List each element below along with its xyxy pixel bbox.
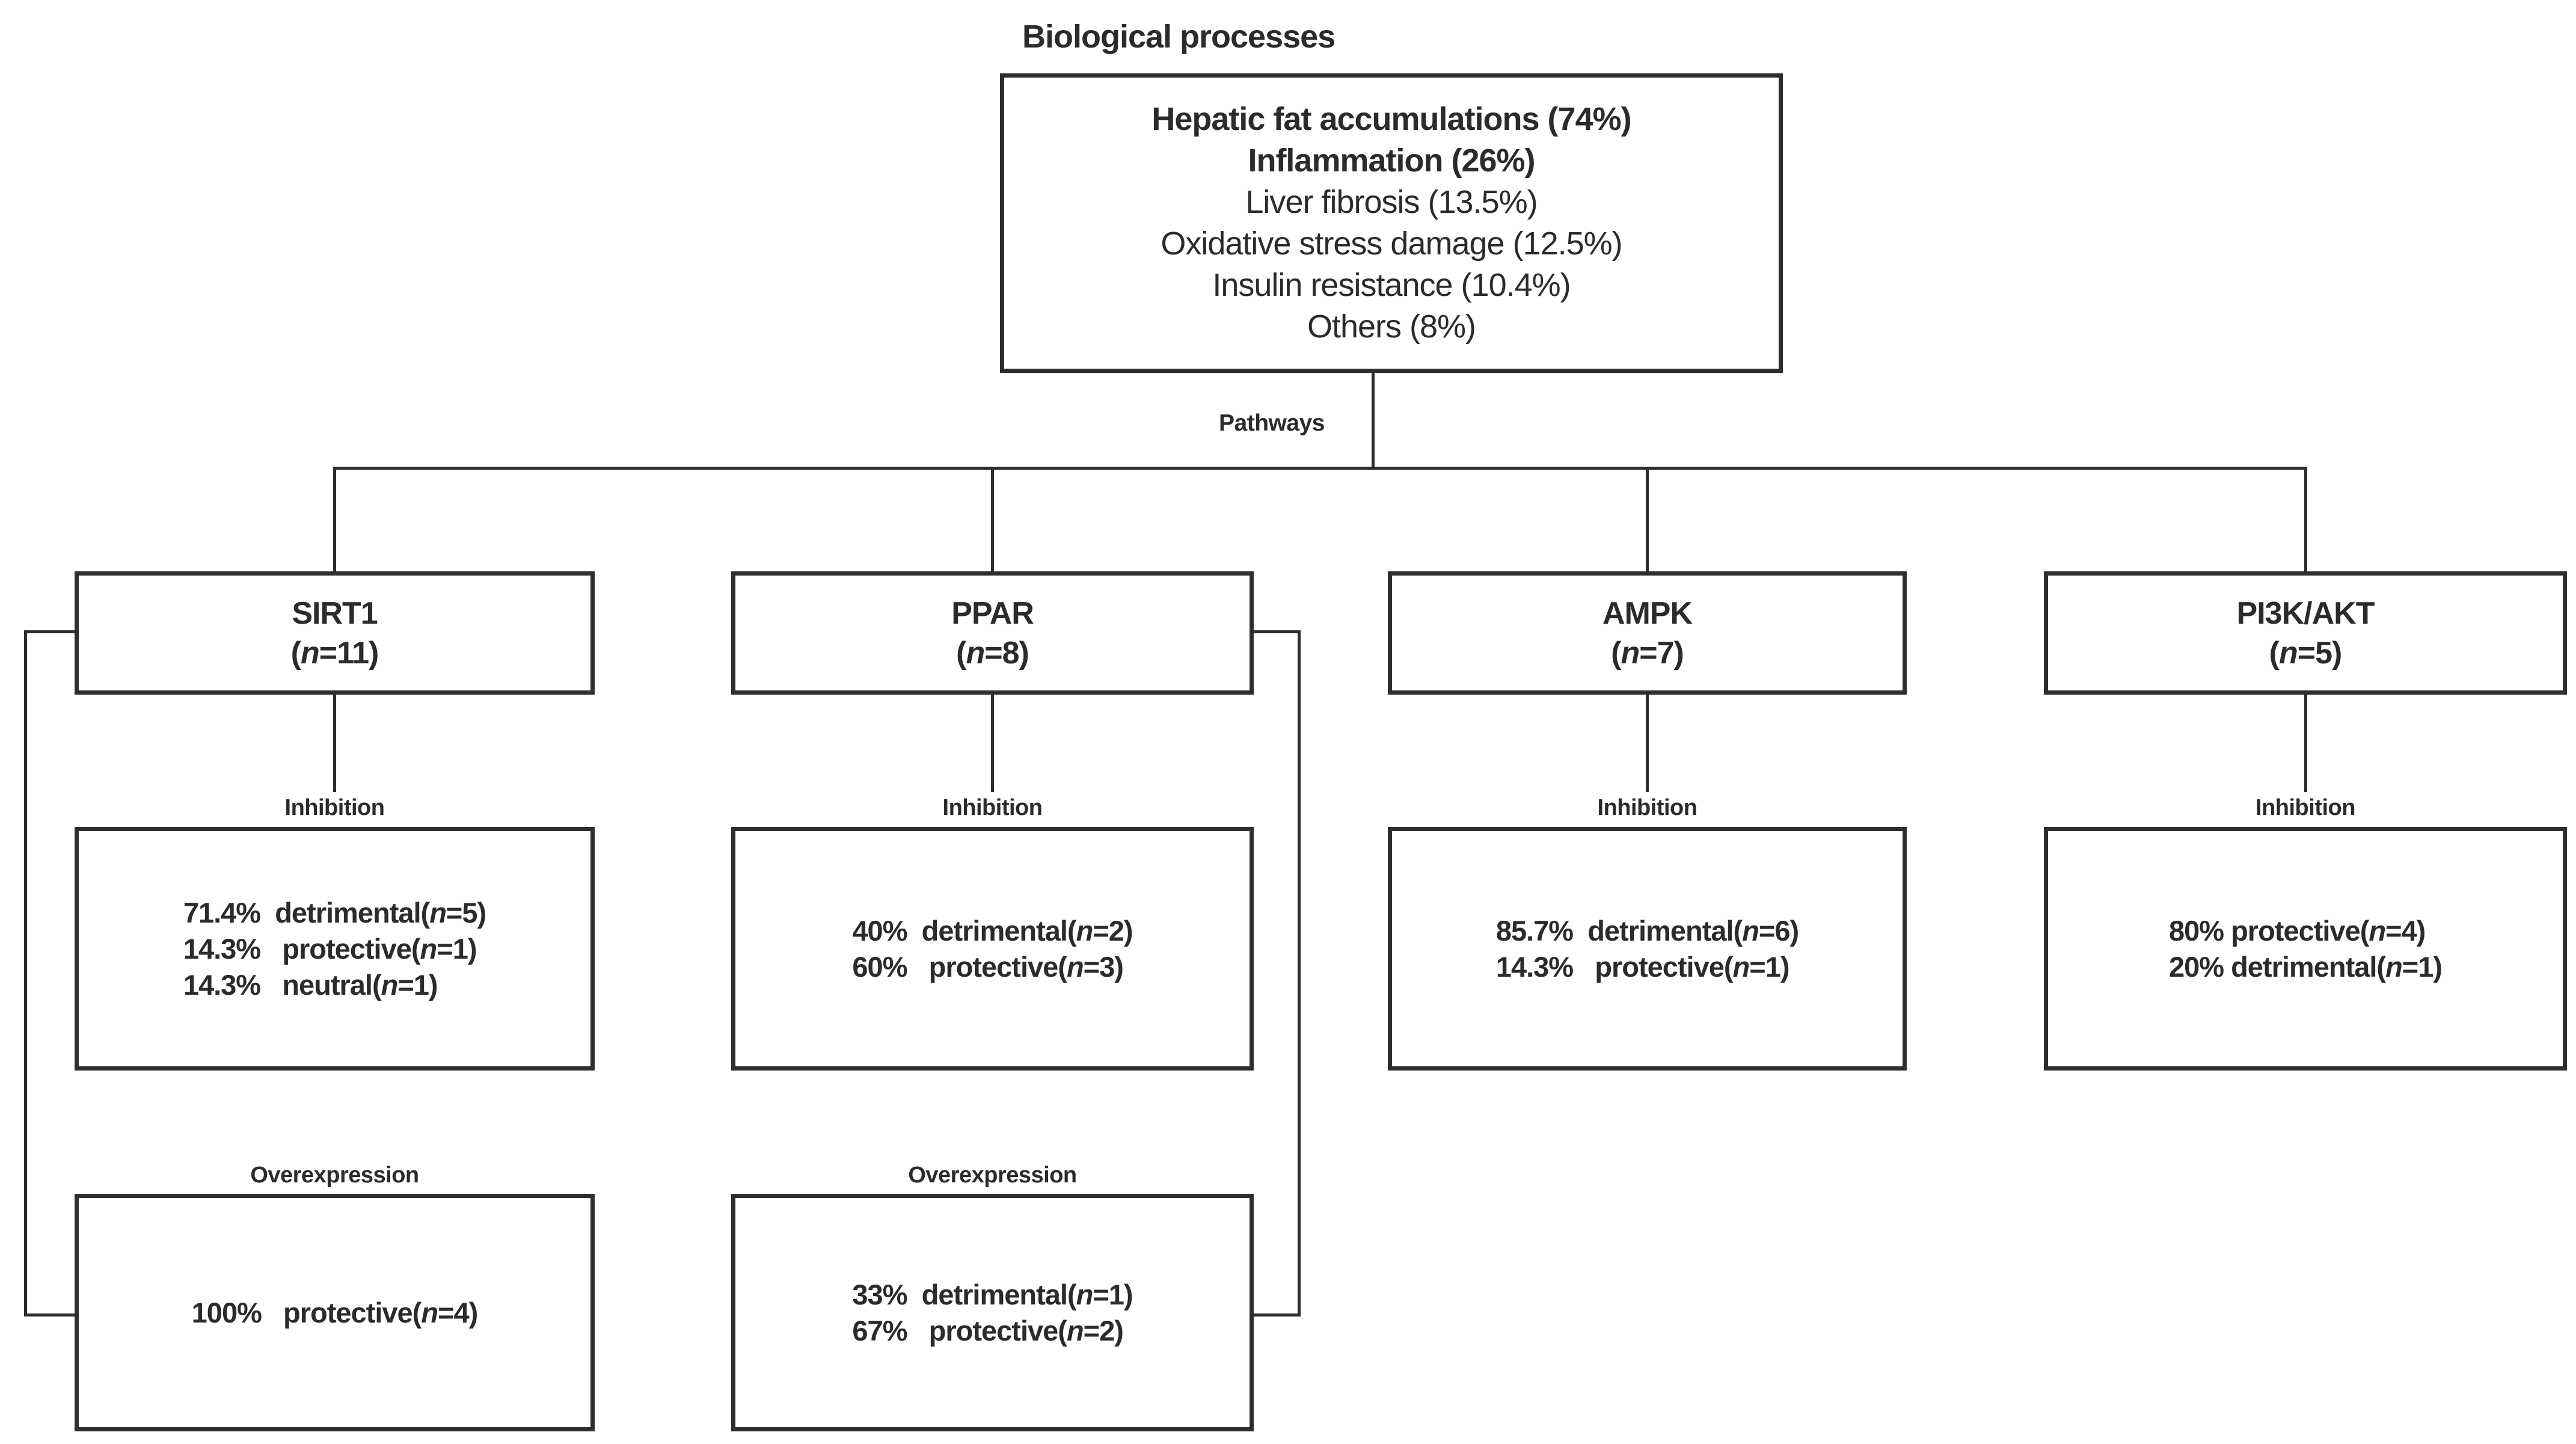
- connector-sirt1-bracket-bottom: [24, 1313, 75, 1316]
- inhibition-results: 40% detrimental(n=2) 60% protective(n=3): [852, 913, 1133, 985]
- overexpression-box-sirt1: 100% protective(n=4): [75, 1194, 595, 1431]
- result-line: 60% protective(n=3): [852, 950, 1124, 983]
- result-line: 100% protective(n=4): [191, 1296, 479, 1329]
- result-line: 71.4% detrimental(n=5): [183, 896, 486, 929]
- overexpression-box-ppar: 33% detrimental(n=1) 67% protective(n=2): [731, 1194, 1254, 1431]
- connector-sirt1-inhibition: [333, 695, 336, 792]
- result-line: 33% detrimental(n=1): [852, 1278, 1133, 1310]
- connector-drop-ampk: [1646, 467, 1649, 573]
- connector-drop-pi3k: [2304, 467, 2307, 573]
- pathway-box-text: AMPK (n=7): [1602, 594, 1693, 673]
- connector-drop-ppar: [991, 467, 994, 573]
- connector-ampk-inhibition: [1646, 695, 1649, 792]
- overexpression-results: 100% protective(n=4): [191, 1295, 479, 1331]
- connector-ppar-inhibition: [991, 695, 994, 792]
- inhibition-label-pi3k: Inhibition: [2256, 795, 2355, 820]
- result-line: 14.3% neutral(n=1): [183, 968, 438, 1001]
- pathways-label: Pathways: [1219, 410, 1325, 436]
- result-line: 20% detrimental(n=1): [2168, 950, 2443, 983]
- overexpression-label-ppar: Overexpression: [908, 1163, 1077, 1188]
- pathway-name: PI3K/AKT: [2236, 595, 2375, 631]
- pathway-name: AMPK: [1602, 595, 1693, 631]
- biological-processes-box: Hepatic fat accumulations (74%) Inflamma…: [1000, 73, 1783, 373]
- overexpression-results: 33% detrimental(n=1) 67% protective(n=2): [852, 1277, 1133, 1349]
- connector-pi3k-inhibition: [2304, 695, 2307, 792]
- inhibition-label-sirt1: Inhibition: [284, 795, 385, 820]
- inhibition-label-ampk: Inhibition: [1597, 795, 1697, 820]
- pathway-box-sirt1: SIRT1 (n=11): [75, 571, 595, 695]
- pathway-name: SIRT1: [292, 595, 378, 631]
- result-line: 80% protective(n=4): [2168, 914, 2426, 947]
- process-line: Oxidative stress damage (12.5%): [1161, 226, 1622, 262]
- result-line: 14.3% protective(n=1): [183, 932, 477, 965]
- process-line: Others (8%): [1307, 309, 1476, 345]
- overexpression-label-sirt1: Overexpression: [250, 1163, 419, 1188]
- connector-sirt1-bracket-vertical: [24, 630, 27, 1316]
- result-line: 40% detrimental(n=2): [852, 914, 1133, 947]
- pathway-box-text: PPAR (n=8): [951, 594, 1034, 673]
- inhibition-label-ppar: Inhibition: [942, 795, 1043, 820]
- pathway-box-ppar: PPAR (n=8): [731, 571, 1254, 695]
- connector-ppar-bracket-bottom: [1254, 1313, 1301, 1316]
- connector-ppar-bracket-vertical: [1298, 630, 1301, 1316]
- inhibition-results: 71.4% detrimental(n=5) 14.3% protective(…: [183, 895, 486, 1003]
- pathway-n: (n=11): [290, 635, 379, 671]
- inhibition-results: 85.7% detrimental(n=6) 14.3% protective(…: [1496, 913, 1799, 985]
- process-line: Hepatic fat accumulations (74%): [1152, 101, 1631, 137]
- pathway-box-text: SIRT1 (n=11): [291, 594, 379, 673]
- biological-processes-list: Hepatic fat accumulations (74%) Inflamma…: [1152, 99, 1631, 348]
- pathway-name: PPAR: [951, 595, 1034, 631]
- result-line: 67% protective(n=2): [852, 1314, 1124, 1347]
- process-line: Liver fibrosis (13.5%): [1245, 184, 1538, 220]
- process-line: Insulin resistance (10.4%): [1212, 267, 1571, 303]
- connector-ppar-bracket-top: [1254, 630, 1301, 633]
- result-line: 85.7% detrimental(n=6): [1495, 914, 1799, 947]
- connector-pathways-rail: [333, 467, 2307, 470]
- inhibition-box-ppar: 40% detrimental(n=2) 60% protective(n=3): [731, 827, 1254, 1071]
- connector-sirt1-bracket-top: [24, 630, 75, 633]
- page-title: Biological processes: [1022, 19, 1336, 55]
- pathway-n: (n=5): [2269, 635, 2343, 671]
- inhibition-box-ampk: 85.7% detrimental(n=6) 14.3% protective(…: [1388, 827, 1907, 1071]
- connector-drop-sirt1: [333, 467, 336, 573]
- pathway-n: (n=7): [1611, 635, 1684, 671]
- connector-root-drop: [1372, 372, 1375, 468]
- inhibition-results: 80% protective(n=4) 20% detrimental(n=1): [2168, 913, 2443, 985]
- process-line: Inflammation (26%): [1248, 143, 1535, 179]
- inhibition-box-pi3k: 80% protective(n=4) 20% detrimental(n=1): [2044, 827, 2567, 1071]
- result-line: 14.3% protective(n=1): [1495, 950, 1790, 983]
- pathway-box-text: PI3K/AKT (n=5): [2237, 594, 2375, 673]
- inhibition-box-sirt1: 71.4% detrimental(n=5) 14.3% protective(…: [75, 827, 595, 1071]
- pathway-n: (n=8): [956, 635, 1029, 671]
- pathway-box-ampk: AMPK (n=7): [1388, 571, 1907, 695]
- pathway-box-pi3k-akt: PI3K/AKT (n=5): [2044, 571, 2567, 695]
